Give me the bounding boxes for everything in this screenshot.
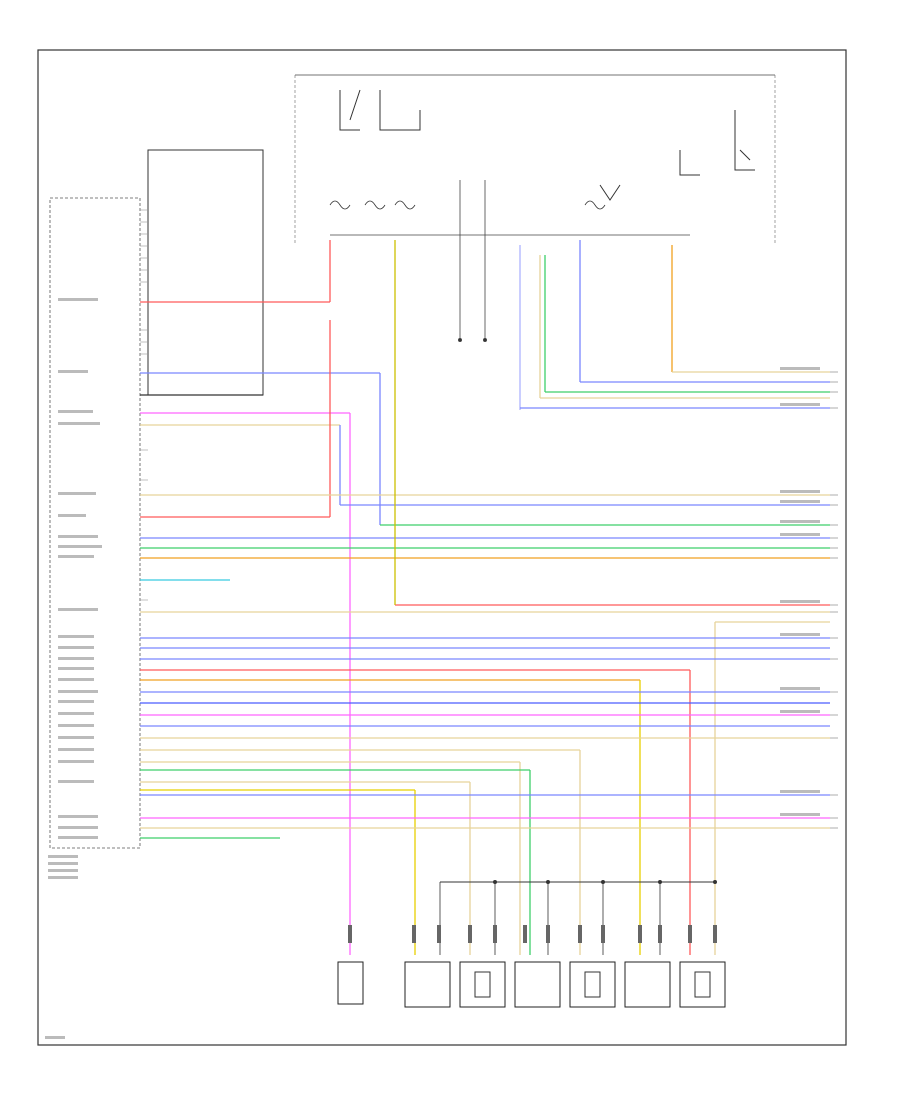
fuse-symbols [329,200,606,210]
tiny-wire-labels [45,298,820,1039]
pcm-module-outline [49,197,141,849]
pcm-pin-ticks [140,209,148,601]
injector-components [404,961,726,1008]
wire-harness [140,240,830,955]
oil-pressure-sensor [337,925,364,1005]
tipm-box [147,149,264,396]
diagram-frame [37,49,847,1046]
relay-symbols [339,89,755,201]
right-edge-terminals [830,371,838,829]
